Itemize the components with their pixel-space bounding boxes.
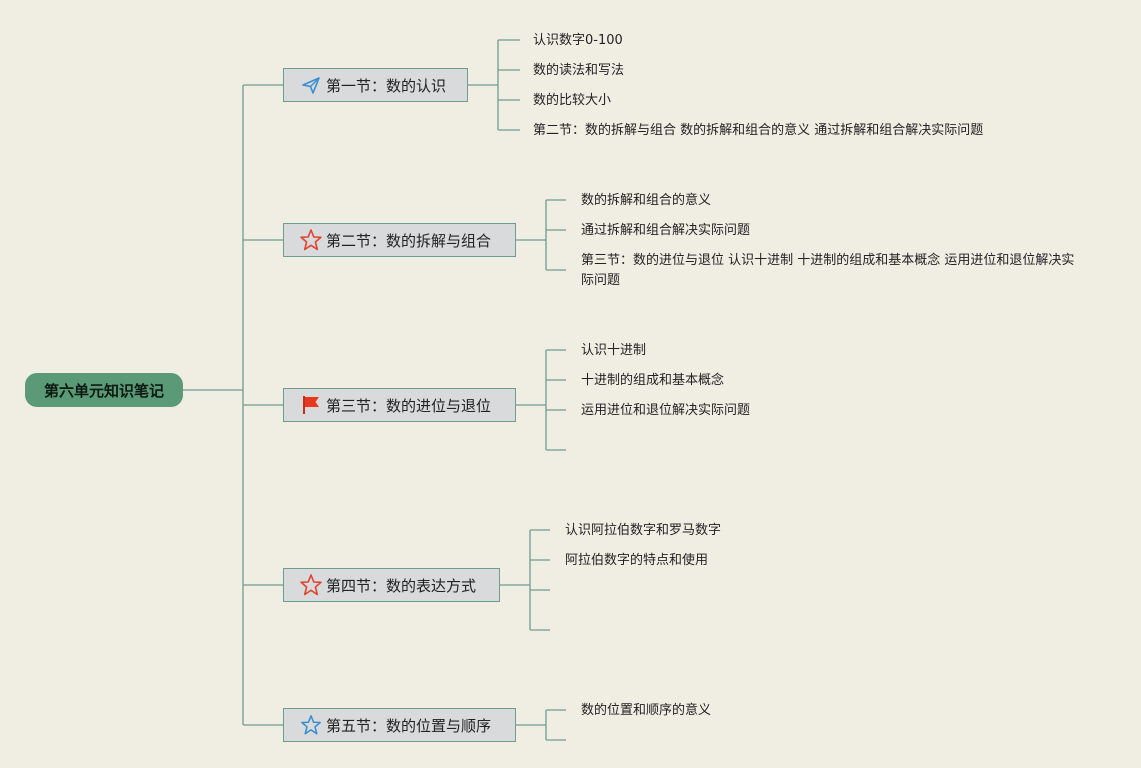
section-node-4[interactable]: 第四节：数的表达方式 [283, 568, 500, 602]
star-outline-red-icon [298, 227, 324, 253]
root-node[interactable]: 第六单元知识笔记 [25, 373, 183, 407]
list-item[interactable]: 第三节：数的进位与退位 认识十进制 十进制的组成和基本概念 运用进位和退位解决实… [581, 253, 1075, 288]
section-label: 第一节：数的认识 [326, 76, 447, 95]
list-item[interactable]: 认识数字0-100 [533, 33, 623, 48]
list-item[interactable]: 数的拆解和组合的意义 [581, 193, 712, 208]
list-item[interactable]: 运用进位和退位解决实际问题 [581, 403, 751, 418]
list-item[interactable]: 数的位置和顺序的意义 [581, 703, 712, 718]
list-item[interactable]: 数的读法和写法 [533, 63, 625, 78]
list-item[interactable]: 第二节：数的拆解与组合 数的拆解和组合的意义 通过拆解和组合解决实际问题 [533, 123, 984, 138]
section-label: 第四节：数的表达方式 [326, 576, 477, 595]
section-label: 第二节：数的拆解与组合 [326, 231, 492, 250]
list-item[interactable]: 认识阿拉伯数字和罗马数字 [565, 523, 722, 538]
star-outline-red-icon [298, 572, 324, 598]
section-node-5[interactable]: 第五节：数的位置与顺序 [283, 708, 516, 742]
section-label: 第三节：数的进位与退位 [326, 396, 492, 415]
list-item[interactable]: 阿拉伯数字的特点和使用 [565, 553, 709, 568]
list-item[interactable]: 十进制的组成和基本概念 [581, 373, 725, 388]
section-node-1[interactable]: 第一节：数的认识 [283, 68, 468, 102]
section-node-2[interactable]: 第二节：数的拆解与组合 [283, 223, 516, 257]
list-item[interactable]: 通过拆解和组合解决实际问题 [581, 223, 751, 238]
section-label: 第五节：数的位置与顺序 [326, 716, 492, 735]
list-item[interactable]: 数的比较大小 [533, 93, 612, 108]
section-node-3[interactable]: 第三节：数的进位与退位 [283, 388, 516, 422]
list-item[interactable]: 认识十进制 [581, 343, 647, 358]
star-outline-blue-icon [298, 712, 324, 738]
paper-plane-icon [298, 72, 324, 98]
red-flag-icon [298, 392, 324, 418]
